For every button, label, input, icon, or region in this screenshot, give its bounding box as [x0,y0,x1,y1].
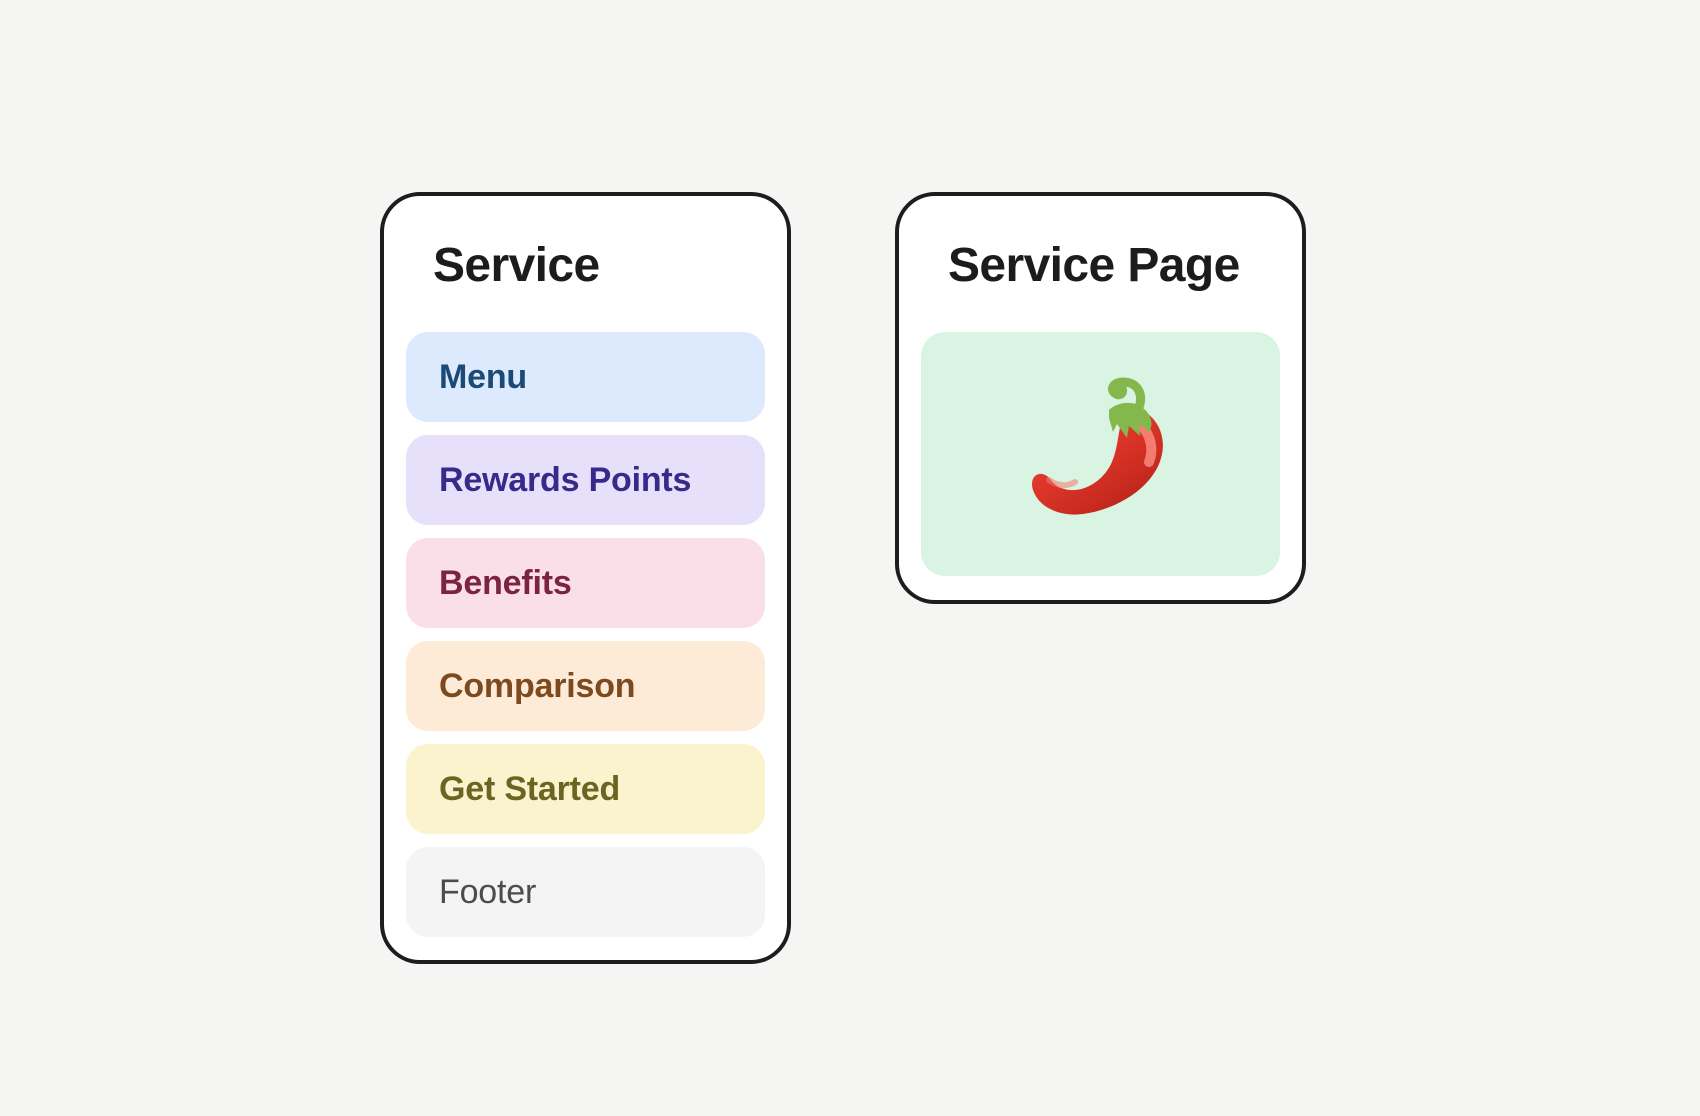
service-item-label: Footer [439,872,537,911]
service-card-title: Service [433,239,600,292]
service-item-label: Get Started [439,769,621,808]
service-item-menu[interactable]: Menu [406,332,765,422]
service-page-card-title: Service Page [948,239,1240,292]
service-item-get-started[interactable]: Get Started [406,744,765,834]
chili-pepper-icon [1031,377,1163,515]
service-card[interactable]: Service Menu Rewards Points Benefits Com… [380,192,791,964]
service-item-label: Menu [439,357,527,396]
service-item-comparison[interactable]: Comparison [406,641,765,731]
service-page-card[interactable]: Service Page [895,192,1306,604]
service-item-footer[interactable]: Footer [406,847,765,937]
service-item-benefits[interactable]: Benefits [406,538,765,628]
service-item-rewards-points[interactable]: Rewards Points [406,435,765,525]
service-item-list: Menu Rewards Points Benefits Comparison … [406,332,765,937]
service-item-label: Rewards Points [439,460,692,499]
service-item-label: Comparison [439,666,636,705]
service-item-label: Benefits [439,563,572,602]
service-page-preview[interactable] [921,332,1280,576]
